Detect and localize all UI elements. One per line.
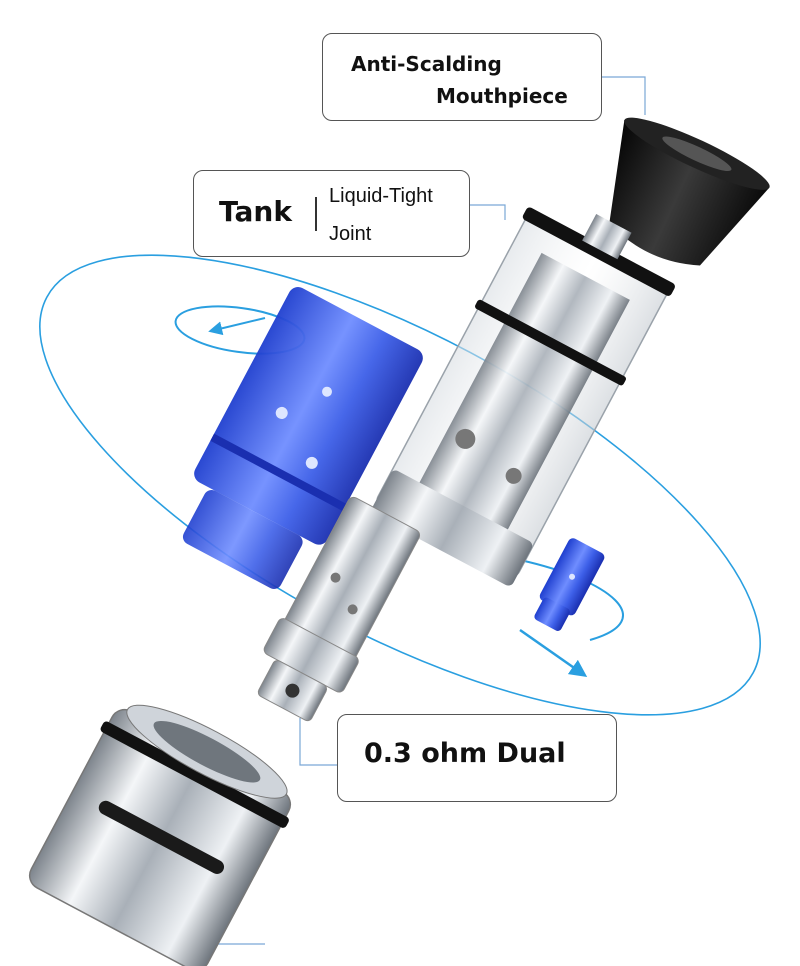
tank-label-line1: Liquid-Tight <box>329 185 433 207</box>
blue-coil-small <box>534 538 605 631</box>
coil-callout: 0.3 ohm Dual <box>337 714 617 802</box>
mouthpiece-part <box>609 117 770 266</box>
tank-label-divider <box>315 197 317 231</box>
coil-label-title: 0.3 ohm Dual <box>364 738 566 769</box>
mouthpiece-callout: Anti-Scalding Mouthpiece <box>322 33 602 121</box>
blue-coil-large <box>182 287 423 589</box>
tank-label-title: Tank <box>219 195 292 228</box>
base-part <box>28 704 292 966</box>
tank-part <box>371 207 675 586</box>
tank-label-line2: Joint <box>329 223 372 245</box>
mouthpiece-label-line2: Mouthpiece <box>436 84 568 108</box>
coil-part <box>257 496 421 722</box>
tank-callout: Tank Liquid-Tight Joint <box>193 170 470 257</box>
mouthpiece-label-line1: Anti-Scalding <box>351 52 502 76</box>
